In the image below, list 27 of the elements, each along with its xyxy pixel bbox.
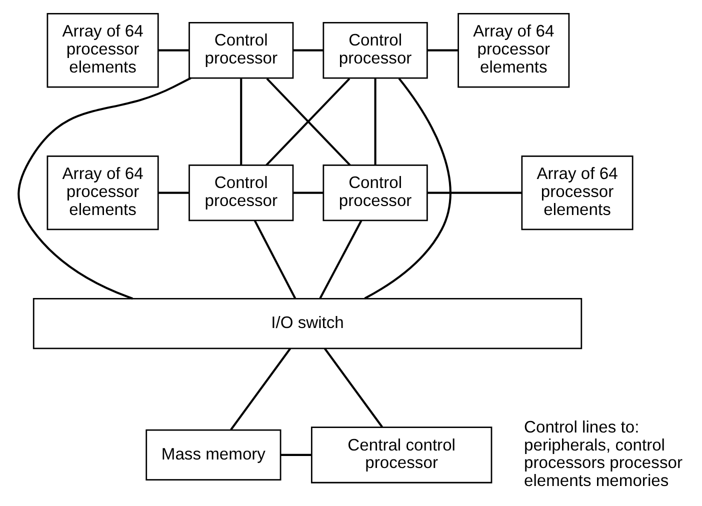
connector — [17, 77, 191, 300]
node-box: Array of 64 processor elements — [457, 13, 570, 88]
node-box: Control processor — [322, 164, 428, 222]
connector — [240, 78, 242, 166]
node-box: Control processor — [188, 22, 294, 79]
connector — [280, 454, 311, 456]
connector — [323, 348, 382, 428]
connector — [158, 49, 188, 52]
node-label: Control lines to: peripherals, control processors processor elements memories — [524, 417, 682, 490]
connector — [292, 192, 323, 194]
node-box: Array of 64 processor elements — [520, 155, 633, 230]
node-box: Control processor — [188, 164, 294, 222]
connector — [426, 49, 458, 52]
connector — [292, 49, 323, 52]
connector — [230, 348, 291, 430]
connector — [374, 78, 376, 166]
node-box: Control processor — [322, 22, 428, 79]
node-box: Array of 64 processor elements — [46, 13, 158, 88]
node-box: Array of 64 processor elements — [46, 155, 158, 230]
node-box: I/O switch — [32, 298, 582, 350]
connector — [364, 78, 451, 300]
connector — [158, 192, 188, 194]
connector — [318, 220, 362, 299]
node-box: Central control processor — [310, 426, 492, 484]
connector — [426, 192, 522, 194]
connector — [253, 220, 296, 299]
node-box: Mass memory — [145, 429, 281, 481]
